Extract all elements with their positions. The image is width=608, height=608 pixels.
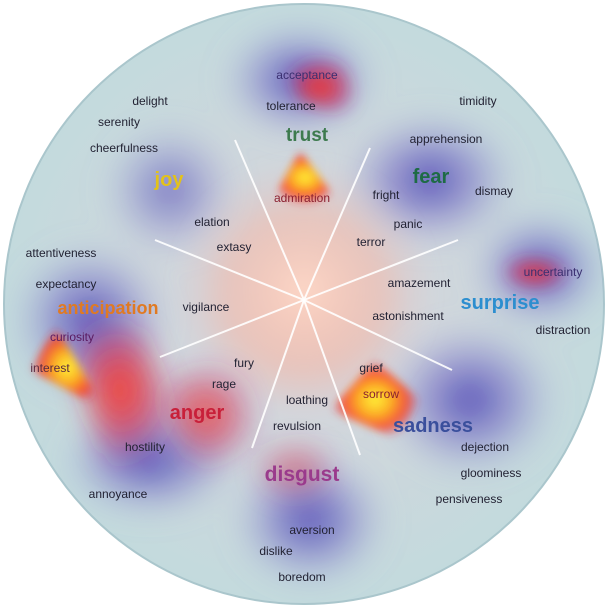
term-rage: rage — [212, 377, 236, 391]
term-aversion: aversion — [289, 523, 334, 537]
term-distraction: distraction — [536, 323, 591, 337]
term-loathing: loathing — [286, 393, 328, 407]
primary-trust: trust — [286, 125, 329, 146]
term-terror: terror — [357, 235, 386, 249]
term-boredom: boredom — [278, 570, 325, 584]
term-gloominess: gloominess — [461, 466, 522, 480]
primary-fear: fear — [413, 166, 450, 188]
term-timidity: timidity — [459, 94, 496, 108]
term-acceptance: acceptance — [276, 68, 338, 82]
center-glow — [174, 160, 434, 420]
term-fury: fury — [234, 356, 254, 370]
term-interest: interest — [30, 361, 70, 375]
term-dislike: dislike — [259, 544, 293, 558]
term-sorrow: sorrow — [363, 387, 399, 401]
term-hostility: hostility — [125, 440, 165, 454]
spokes — [154, 139, 459, 456]
heat-regions — [30, 55, 570, 500]
term-cheerfulness: cheerfulness — [90, 141, 158, 155]
term-delight: delight — [132, 94, 168, 108]
term-astonishment: astonishment — [372, 309, 444, 323]
primary-anticipation: anticipation — [57, 298, 158, 318]
term-apprehension: apprehension — [410, 132, 483, 146]
term-curiosity: curiosity — [50, 330, 94, 344]
term-panic: panic — [394, 217, 423, 231]
term-labels: acceptance tolerance admiration delight … — [26, 68, 591, 584]
term-admiration: admiration — [274, 191, 330, 205]
term-grief: grief — [359, 361, 383, 375]
term-fright: fright — [373, 188, 400, 202]
term-dismay: dismay — [475, 184, 513, 198]
term-elation: elation — [194, 215, 229, 229]
term-amazement: amazement — [388, 276, 451, 290]
term-vigilance: vigilance — [183, 300, 230, 314]
term-attentiveness: attentiveness — [26, 246, 97, 260]
term-annoyance: annoyance — [89, 487, 148, 501]
term-uncertainty: uncertainty — [524, 265, 583, 279]
term-dejection: dejection — [461, 440, 509, 454]
term-tolerance: tolerance — [266, 99, 316, 113]
primary-sadness: sadness — [393, 415, 473, 437]
term-revulsion: revulsion — [273, 419, 321, 433]
primary-labels: trust fear surprise sadness disgust ange… — [57, 125, 539, 486]
term-pensiveness: pensiveness — [436, 492, 503, 506]
primary-surprise: surprise — [461, 292, 540, 314]
primary-joy: joy — [154, 169, 185, 191]
term-expectancy: expectancy — [36, 277, 97, 291]
primary-disgust: disgust — [265, 463, 340, 486]
term-serenity: serenity — [98, 115, 140, 129]
term-extasy: extasy — [217, 240, 252, 254]
primary-anger: anger — [170, 402, 225, 424]
